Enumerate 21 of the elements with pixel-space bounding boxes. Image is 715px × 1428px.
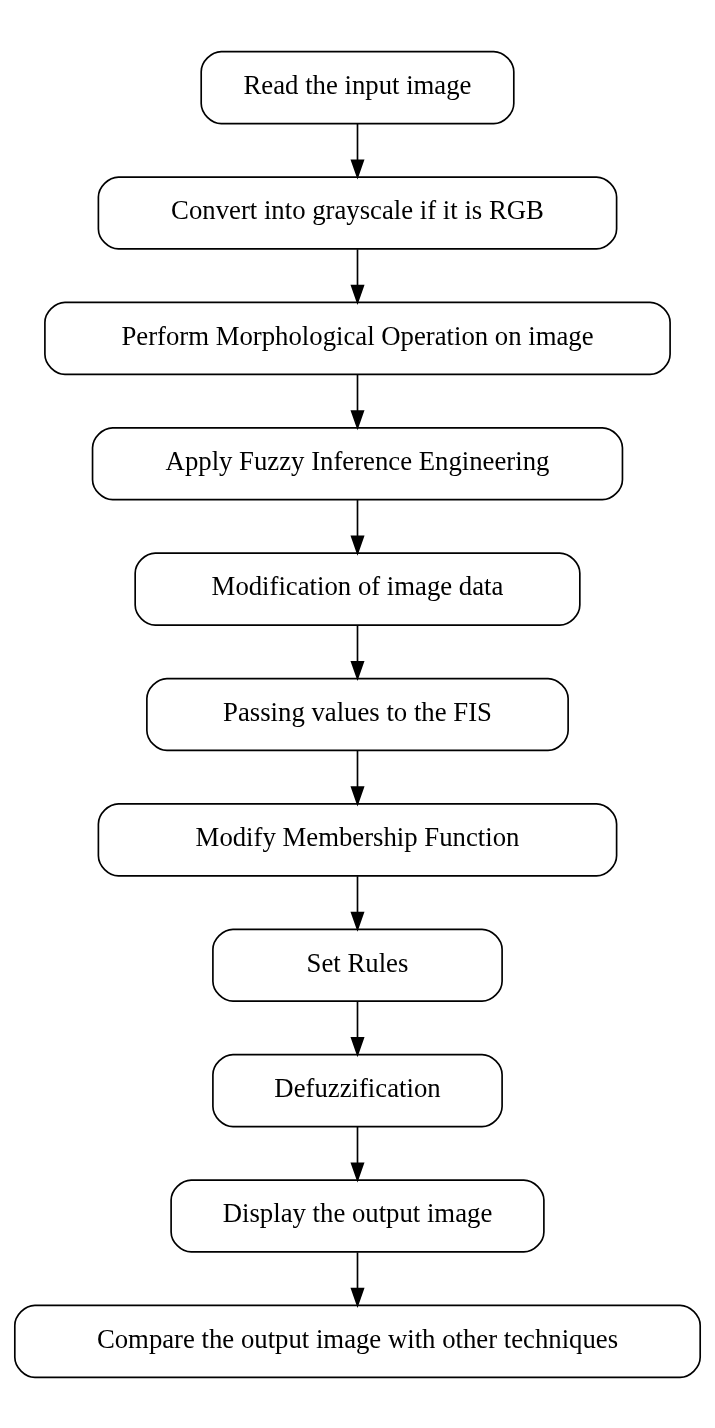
arrow [350,749,365,806]
arrow [350,874,365,932]
node-box: Compare the output image with other techniques [13,1304,702,1378]
node-box: Convert into grayscale if it is RGB [97,175,618,250]
arrow [350,1000,365,1057]
arrow [350,122,365,180]
arrow [350,498,365,556]
node-box: Defuzzification [212,1053,503,1127]
node-box: Display the output image [170,1178,545,1253]
node-box: Apply Fuzzy Inference Engineering [91,426,624,501]
arrow [350,1250,365,1308]
node-box: Perform Morphological Operation on image [44,301,671,375]
node-box: Read the input image [200,50,515,124]
arrow [350,1125,365,1183]
node-box: Modify Membership Function [97,802,618,877]
arrow [350,624,365,681]
node-box: Modification of image data [134,551,581,626]
node-box: Passing values to the FIS [146,677,569,751]
arrow [350,247,365,305]
node-box: Set Rules [212,927,503,1002]
arrow [350,373,365,430]
